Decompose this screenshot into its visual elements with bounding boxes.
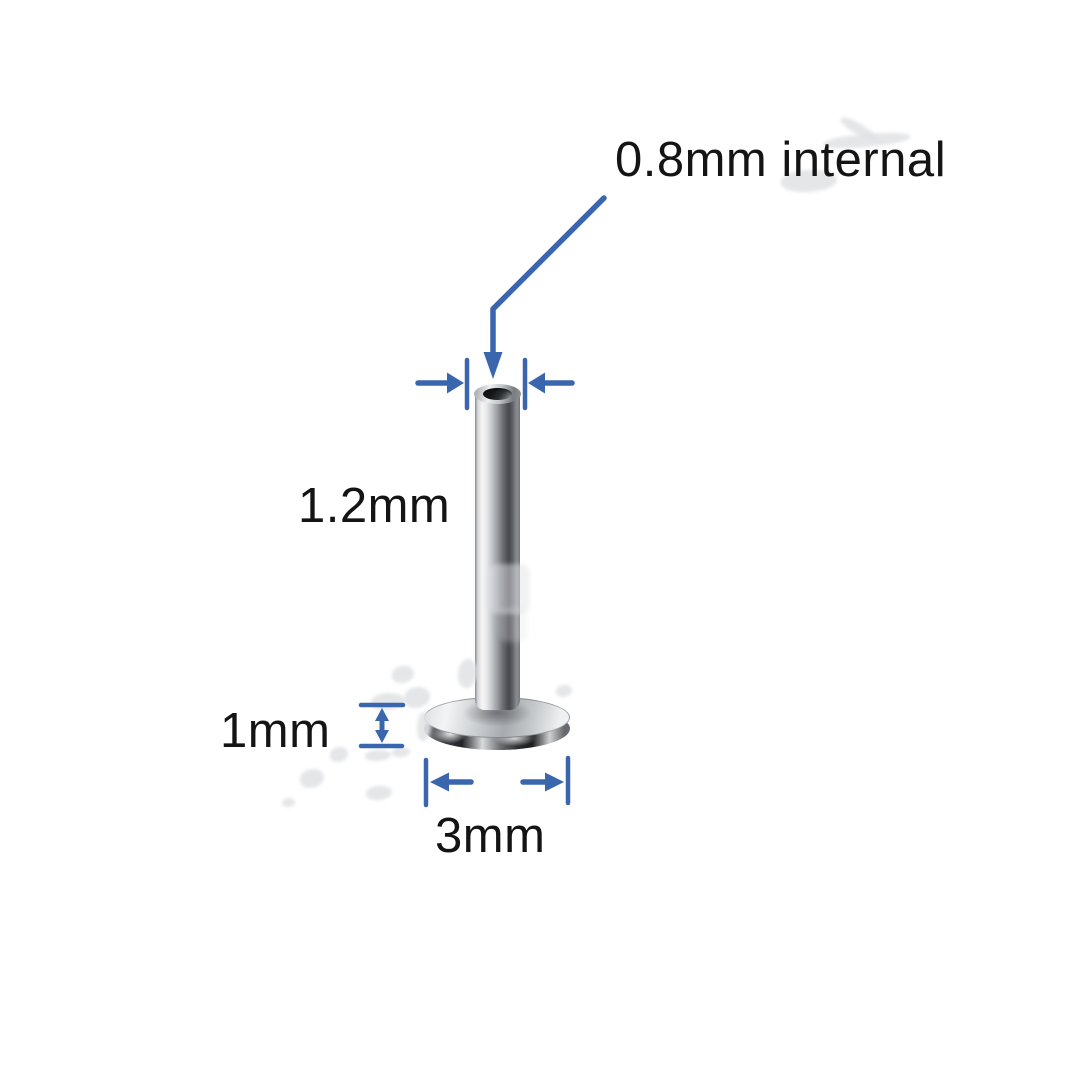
- post-smudge-faint: [499, 608, 527, 642]
- smudge: [556, 685, 572, 697]
- post-shaft: [475, 392, 520, 710]
- smudge: [330, 747, 348, 762]
- smudge: [366, 786, 392, 800]
- label-post-length: 1.2mm: [298, 479, 451, 533]
- label-internal-diameter: 0.8mm internal: [615, 133, 947, 187]
- smudge: [392, 747, 410, 757]
- smudge: [404, 687, 430, 708]
- smudge: [365, 750, 391, 761]
- smudge: [458, 659, 477, 688]
- post-bore-hole: [483, 388, 512, 400]
- smudge: [392, 666, 414, 683]
- smudge: [417, 712, 431, 741]
- smudge: [300, 769, 324, 788]
- post-smudge: [487, 564, 530, 614]
- label-disc-thickness: 1mm: [220, 704, 331, 758]
- smudge: [282, 798, 295, 807]
- label-disc-diameter: 3mm: [435, 809, 546, 863]
- smudge: [781, 170, 837, 192]
